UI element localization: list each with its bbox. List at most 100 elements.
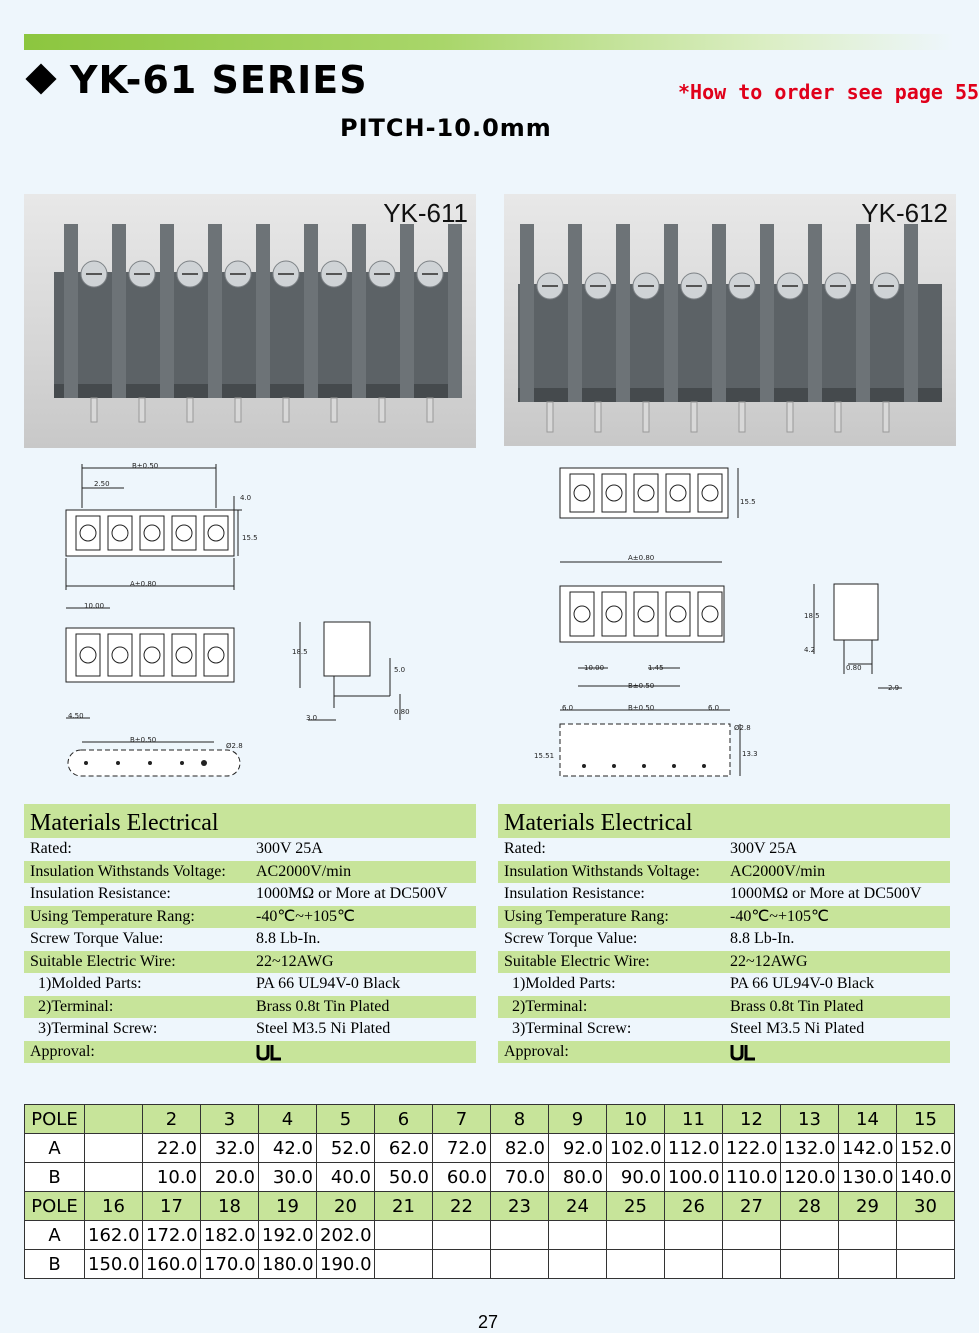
table-cell: 11 (664, 1104, 723, 1134)
table-cell: 70.0 (490, 1162, 549, 1192)
spec-row: Suitable Electric Wire:22~12AWG (498, 950, 950, 973)
table-cell: 26 (664, 1191, 723, 1221)
dim-155: 15.5 (242, 534, 258, 542)
table-cell: 80.0 (548, 1162, 607, 1192)
spec-value: 300V 25A (256, 840, 323, 857)
dim-185: 18.5 (292, 648, 308, 656)
table-cell (432, 1249, 491, 1279)
order-note: *How to order see page 55 (678, 80, 979, 104)
barrier-fin (304, 224, 318, 398)
table-cell (780, 1249, 839, 1279)
pin (90, 397, 98, 423)
dim-080-r: 0.80 (846, 664, 862, 672)
barrier-fin (64, 224, 78, 398)
spec-value: Brass 0.8t Tin Plated (730, 997, 864, 1015)
spec-value: -40℃~+105℃ (730, 907, 829, 925)
table-cell (374, 1220, 433, 1250)
barrier-fin (712, 224, 726, 402)
table-cell: 19 (258, 1191, 317, 1221)
spec-value: -40℃~+105℃ (256, 907, 355, 925)
spec-value: Brass 0.8t Tin Plated (256, 997, 390, 1015)
spec-key: Screw Torque Value: (30, 930, 164, 947)
table-cell (664, 1220, 723, 1250)
table-cell (606, 1249, 665, 1279)
dim-42: 4.2 (804, 646, 815, 654)
spec-value: Steel M3.5 Ni Plated (730, 1020, 865, 1037)
table-cell: 22.0 (142, 1133, 201, 1163)
table-cell (606, 1220, 665, 1250)
spec-key: Insulation Resistance: (504, 885, 645, 902)
photo-yk611: YK-611 (24, 194, 476, 448)
table-cell: 162.0 (84, 1220, 143, 1250)
table-cell: 12 (722, 1104, 781, 1134)
table-cell: 182.0 (200, 1220, 259, 1250)
dim-1000-r: 10.00 (584, 664, 604, 672)
table-cell: 72.0 (432, 1133, 491, 1163)
table-cell: 102.0 (606, 1133, 665, 1163)
spec-row: 3)Terminal Screw:Steel M3.5 Ni Plated (498, 1018, 950, 1041)
spec-row: Using Temperature Rang:-40℃~+105℃ (498, 905, 950, 928)
spec-key: Insulation Withstands Voltage: (504, 862, 700, 880)
table-cell: 62.0 (374, 1133, 433, 1163)
row-label: B (24, 1162, 85, 1192)
table-cell: 4 (258, 1104, 317, 1134)
spec-key: 2)Terminal: (38, 997, 114, 1015)
spec-key: Screw Torque Value: (504, 930, 638, 947)
table-cell: 21 (374, 1191, 433, 1221)
table-cell: 10 (606, 1104, 665, 1134)
dim-29: 2.9 (888, 684, 899, 692)
spec-key: Insulation Withstands Voltage: (30, 862, 226, 880)
table-cell: 92.0 (548, 1133, 607, 1163)
spec-value: 8.8 Lb-In. (730, 930, 795, 947)
dim-60-right: 6.0 (708, 704, 719, 712)
header-bar (24, 34, 954, 50)
dim-450: 4.50 (68, 712, 84, 720)
table-cell: 112.0 (664, 1133, 723, 1163)
spec-value: Steel M3.5 Ni Plated (256, 1020, 391, 1037)
pin (690, 401, 698, 433)
pin (378, 397, 386, 423)
barrier-fin (568, 224, 582, 402)
table-cell: 5 (316, 1104, 375, 1134)
row-label: A (24, 1220, 85, 1250)
spec-row: Approval: (498, 1040, 950, 1063)
spec-key: 1)Molded Parts: (512, 975, 616, 992)
pin (882, 401, 890, 433)
table-cell: 27 (722, 1191, 781, 1221)
spec-value: 22~12AWG (730, 952, 808, 970)
table-cell: 13 (780, 1104, 839, 1134)
table-cell: 16 (84, 1191, 143, 1221)
dim-b050-pcb: B±0.50 (130, 736, 156, 744)
table-cell: 152.0 (896, 1133, 955, 1163)
pitch-subtitle: PITCH-10.0mm (340, 114, 552, 142)
table-cell: 60.0 (432, 1162, 491, 1192)
spec-value: 8.8 Lb-In. (256, 930, 321, 947)
spec-row: 3)Terminal Screw:Steel M3.5 Ni Plated (24, 1018, 476, 1041)
table-cell: 3 (200, 1104, 259, 1134)
spec-row: Approval: (24, 1040, 476, 1063)
dim-30: 3.0 (306, 714, 317, 722)
table-cell (896, 1220, 955, 1250)
table-cell: 130.0 (838, 1162, 897, 1192)
photo-yk612: YK-612 (504, 194, 956, 446)
row-label: POLE (24, 1104, 85, 1134)
table-cell: 2 (142, 1104, 201, 1134)
spec-key: Insulation Resistance: (30, 885, 171, 902)
spec-key: Using Temperature Rang: (30, 907, 195, 925)
pin (738, 401, 746, 433)
dim-b050-r: B±0.50 (628, 682, 654, 690)
table-cell: 40.0 (316, 1162, 375, 1192)
barrier-fin (256, 224, 270, 398)
table-cell: 28 (780, 1191, 839, 1221)
dim-080: 0.80 (394, 708, 410, 716)
table-cell (84, 1162, 143, 1192)
table-cell: 52.0 (316, 1133, 375, 1163)
photo-label-yk612: YK-612 (861, 198, 948, 228)
spec-row: Suitable Electric Wire:22~12AWG (24, 950, 476, 973)
dim-145: 1.45 (648, 664, 664, 672)
dim-60-left: 6.0 (562, 704, 573, 712)
